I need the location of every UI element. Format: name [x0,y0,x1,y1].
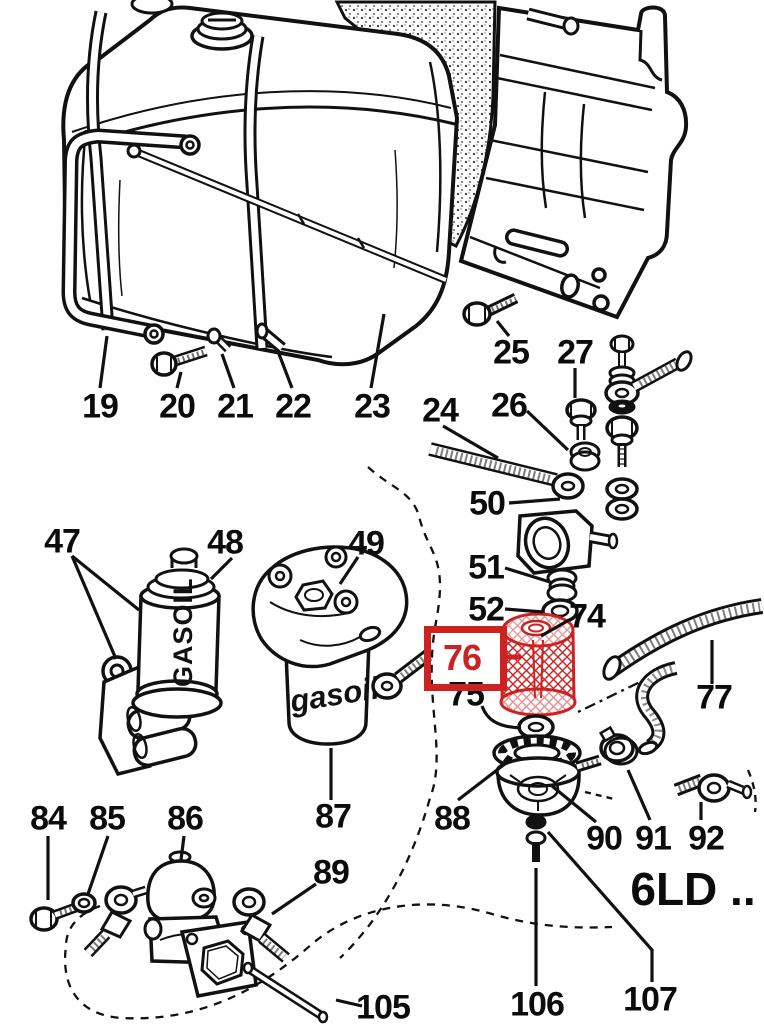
part-label-92: 92 [688,819,725,858]
part-label-86: 86 [167,799,204,838]
dashed-fuel-lines [63,466,757,1020]
part-label-22: 22 [275,387,312,426]
part-label-89: 89 [313,853,350,892]
part-label-76-highlighted[interactable]: 76 [442,637,482,678]
part-label-74: 74 [569,597,606,636]
part-label-87: 87 [315,797,352,836]
part-label-27: 27 [557,333,594,372]
part-label-20: 20 [159,387,196,426]
part-label-105: 105 [356,988,411,1025]
gasoil-vertical-text: GASOIL [168,577,198,687]
part-label-52: 52 [468,590,505,629]
part-label-24: 24 [422,391,459,430]
fuel-hoses [598,598,764,803]
fitting-bolts [462,293,601,472]
part-label-77: 77 [696,678,733,717]
part-label-90: 90 [586,819,623,858]
model-code-text: 6LD .. [630,863,756,915]
part-label-47: 47 [44,522,81,561]
part-label-50: 50 [469,484,506,523]
strap-bolt-parts [150,322,286,377]
part-label-49: 49 [348,524,385,563]
leader-lines [46,313,714,1008]
fuel-pump-group [29,850,329,1024]
fuel-union-50 [428,442,619,575]
gasoil-housing: gasoil [251,545,432,746]
filter-bowl-stack [492,714,602,862]
part-label-85: 85 [89,799,126,838]
part-label-21: 21 [217,387,254,426]
part-label-51: 51 [468,548,505,587]
part-label-84: 84 [30,799,67,838]
mount-bracket [458,5,689,320]
part-label-91: 91 [635,819,672,858]
part-label-19: 19 [82,387,119,426]
part-label-88: 88 [434,799,471,838]
part-label-75: 75 [448,675,485,714]
highlighted-filter-element[interactable] [499,612,577,717]
part-label-106: 106 [510,985,565,1024]
gasoil-canister-filter: GASOIL [98,547,223,777]
part-label-48: 48 [207,523,244,562]
part-label-107: 107 [623,980,678,1019]
fuel-tank [61,0,460,367]
part-label-25: 25 [493,333,530,372]
part-label-23: 23 [354,387,391,426]
part-label-26: 26 [491,386,528,425]
highlight-box-76[interactable] [424,626,507,691]
banjo-bolt-column [604,334,693,521]
